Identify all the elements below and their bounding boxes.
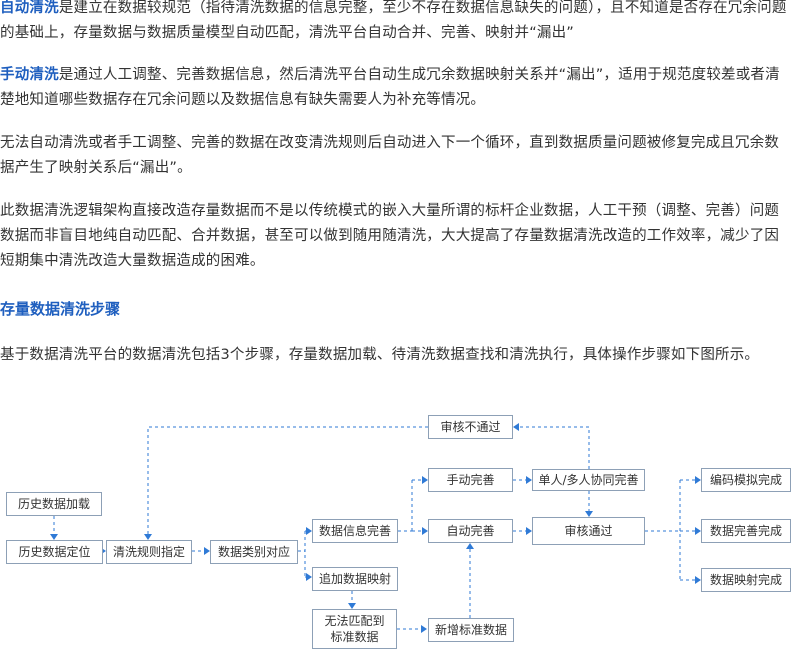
paragraph-manual-clean: 手动清洗是通过人工调整、完善数据信息，然后清洗平台自动生成冗余数据映射关系并“漏… (0, 63, 790, 113)
node-rule-specify: 清洗规则指定 (106, 540, 192, 564)
paragraph-steps-intro: 基于数据清洗平台的数据清洗包括3个步骤，存量数据加载、待清洗数据查找和清洗执行，… (0, 347, 760, 363)
node-append-mapping: 追加数据映射 (312, 567, 398, 591)
node-auto-complete: 自动完善 (428, 519, 513, 543)
paragraph-auto-clean-text: 是建立在数据较规范（指待清洗数据的信息完整，至少不存在数据信息缺失的问题），且不… (0, 0, 787, 41)
node-review-fail: 审核不通过 (428, 415, 513, 439)
node-history-locate: 历史数据定位 (6, 540, 103, 564)
node-cannot-match: 无法匹配到 标准数据 (312, 609, 397, 649)
node-code-mock-done: 编码模拟完成 (701, 468, 791, 492)
node-info-complete: 数据信息完善 (312, 519, 398, 543)
node-history-load: 历史数据加载 (6, 492, 102, 516)
section-title: 存量数据清洗步骤 (0, 300, 121, 318)
paragraph-auto-clean: 自动清洗是建立在数据较规范（指待清洗数据的信息完整，至少不存在数据信息缺失的问题… (0, 0, 790, 46)
paragraph-architecture: 此数据清洗逻辑架构直接改造存量数据而不是以传统模式的嵌入大量所谓的标杆企业数据，… (0, 203, 780, 269)
node-review-pass: 审核通过 (532, 517, 645, 545)
paragraph-loop: 无法自动清洗或者手工调整、完善的数据在改变清洗规则后自动进入下一个循环，直到数据… (0, 135, 780, 176)
node-manual-complete: 手动完善 (428, 468, 513, 492)
term-manual-clean: 手动清洗 (0, 67, 59, 83)
node-collab-complete: 单人/多人协同完善 (532, 469, 645, 491)
node-category-match: 数据类别对应 (210, 540, 298, 564)
paragraph-manual-clean-text: 是通过人工调整、完善数据信息，然后清洗平台自动生成冗余数据映射关系并“漏出”，适… (0, 67, 780, 108)
node-data-complete-done: 数据完善完成 (701, 519, 791, 543)
node-data-mapping-done: 数据映射完成 (701, 568, 791, 592)
node-new-standard: 新增标准数据 (428, 618, 514, 642)
term-auto-clean: 自动清洗 (0, 0, 59, 16)
